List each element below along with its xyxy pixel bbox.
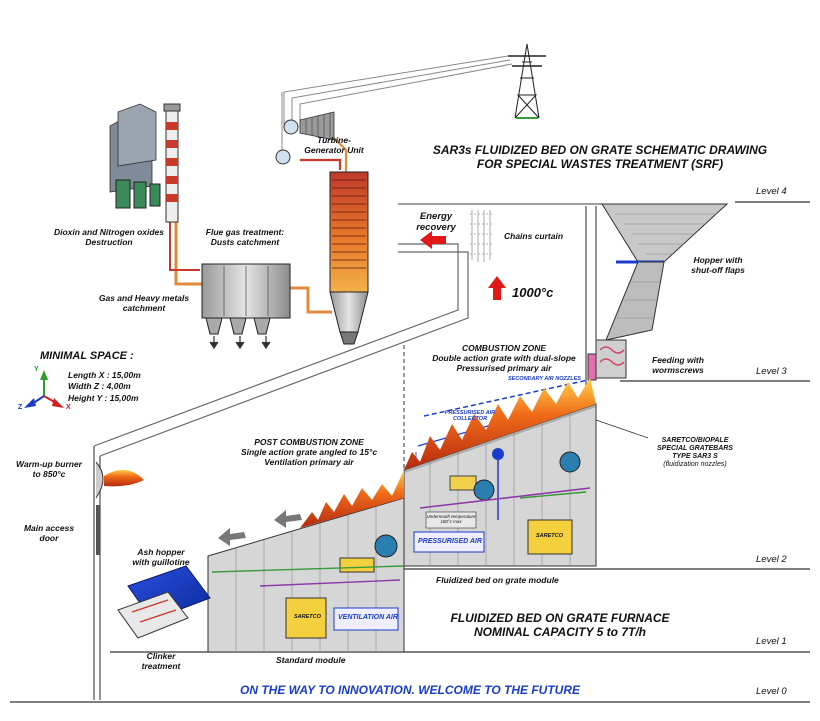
- hopper-icon: [601, 203, 729, 341]
- axis-x-label: X: [66, 404, 71, 411]
- combustion-zone-label: COMBUSTION ZONE Double action grate with…: [432, 343, 576, 373]
- pressurised-collector-label: PRESSURISED AIR COLLECTOR: [444, 410, 496, 423]
- saretco-gratebars-label: SARETCO/BIOPALE SPECIAL GRATEBARS TYPE S…: [657, 437, 733, 469]
- saretco-badge-standard: SARETCO: [294, 614, 321, 620]
- underneath-temperature-label: Underneath temperature 180°c max: [426, 514, 476, 525]
- minimal-space-values: Length X : 15,00m Width Z : 4,00m Height…: [68, 370, 141, 404]
- secondary-air-label: SECONDARY AIR NOZZLES: [508, 376, 581, 382]
- gratebars-leader: [595, 419, 649, 439]
- warmup-burner-label: Warm-up burner to 850°c: [16, 459, 82, 479]
- energy-recovery-arrow: [420, 231, 446, 249]
- axis-y-label: Y: [34, 366, 39, 373]
- energy-recovery-label: Energy recovery: [416, 211, 456, 233]
- fluidized-module-label: Fluidized bed on grate module: [436, 575, 559, 585]
- stack-icon: [163, 103, 181, 223]
- level-1-label: Level 1: [756, 636, 787, 647]
- furnace-title: FLUIDIZED BED ON GRATE FURNACE NOMINAL C…: [420, 611, 700, 640]
- bag-filter-icon: [201, 263, 291, 350]
- chains-curtain-label: Chains curtain: [504, 231, 564, 241]
- ventilation-air-label: VENTILATION AIR: [338, 614, 398, 621]
- level-2-label: Level 2: [756, 554, 787, 565]
- main-title-line2: FOR SPECIAL WASTES TREATMENT (SRF): [476, 156, 724, 171]
- flue-gas-label: Flue gas treatment: Dusts catchment: [205, 227, 285, 247]
- main-access-door-label: Main access door: [23, 523, 75, 543]
- main-access-door-icon: [93, 446, 101, 700]
- turbine-label: Turbine- Generator Unit: [304, 135, 364, 155]
- standard-module-label: Standard module: [276, 655, 346, 665]
- feeding-label: Feeding with wormscrews: [652, 355, 704, 375]
- grate-flames: [300, 378, 596, 528]
- dioxin-label: Dioxin and Nitrogen oxides Destruction: [53, 227, 165, 247]
- post-combustion-label: POST COMBUSTION ZONE Single action grate…: [240, 437, 378, 467]
- standard-module: [207, 497, 405, 653]
- axes-gizmo-icon: [24, 370, 64, 408]
- ash-hopper-label: Ash hopper with guillotine: [132, 547, 190, 567]
- boiler-icon: [329, 171, 369, 345]
- level-3-label: Level 3: [756, 366, 787, 377]
- turbine-generator-icon: [275, 111, 335, 165]
- level-4-label: Level 4: [756, 186, 787, 197]
- steam-pipes: [300, 137, 348, 176]
- minimal-space-heading: MINIMAL SPACE :: [40, 350, 134, 362]
- furnace-title-line1: FLUIDIZED BED ON GRATE FURNACE: [450, 611, 670, 625]
- slogan: ON THE WAY TO INNOVATION. WELCOME TO THE…: [239, 683, 580, 697]
- ash-hopper-icon: [117, 565, 211, 639]
- pylon-icon: [508, 43, 546, 119]
- clinker-label: Clinker treatment: [141, 651, 181, 671]
- feeder-wormscrew-icon: [587, 339, 627, 381]
- pressurised-air-label: PRESSURISED AIR: [418, 538, 482, 545]
- saretco-badge-fluidized: SARETCO: [536, 533, 563, 539]
- chains-curtain-icon: [470, 210, 492, 262]
- main-title-line1: SAR3s FLUIDIZED BED ON GRATE SCHEMATIC D…: [432, 143, 768, 157]
- warmup-burner-icon: [95, 461, 144, 499]
- height-value: Height Y : 15,00m: [68, 392, 139, 403]
- temperature-arrow: [488, 276, 506, 300]
- denox-plant-icon: [109, 103, 161, 209]
- temperature-label: 1000°c: [512, 285, 554, 300]
- ash-flow-arrows: [218, 510, 302, 546]
- width-value: Width Z : 4,00m: [68, 381, 131, 392]
- axis-z-label: Z: [18, 404, 23, 411]
- hopper-label: Hopper with shut-off flaps: [691, 255, 745, 275]
- flue-gas-pipes: [169, 208, 332, 314]
- gas-metals-label: Gas and Heavy metals catchment: [98, 293, 190, 313]
- level-0-label: Level 0: [756, 686, 787, 697]
- furnace-title-line2: NOMINAL CAPACITY 5 to 7T/h: [473, 624, 646, 639]
- length-value: Length X : 15,00m: [68, 370, 141, 380]
- main-title: SAR3s FLUIDIZED BED ON GRATE SCHEMATIC D…: [400, 143, 800, 172]
